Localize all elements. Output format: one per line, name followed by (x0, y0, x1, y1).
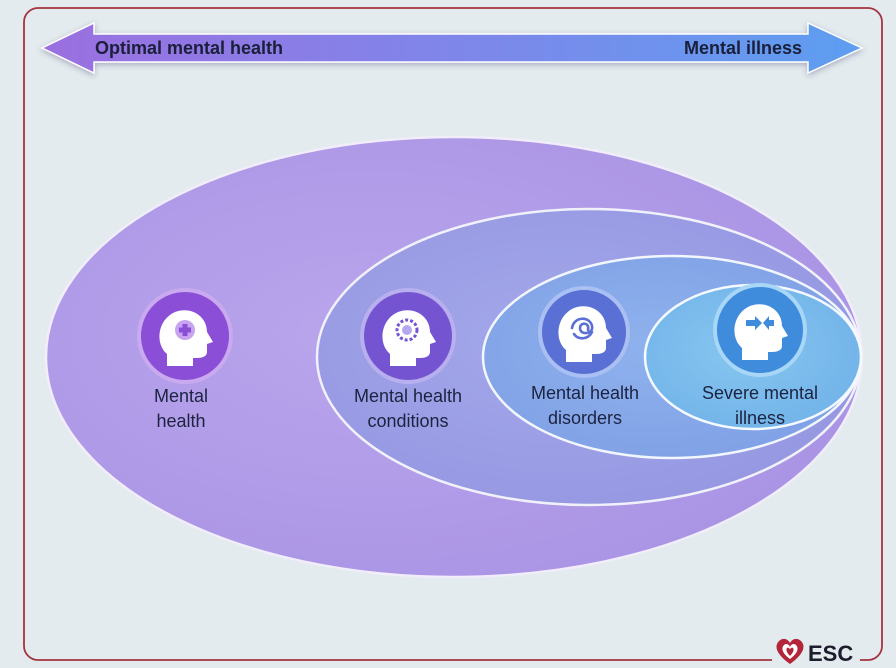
node-conditions-label-2: conditions (367, 411, 448, 431)
spectrum-right-label: Mental illness (684, 38, 802, 58)
esc-logo: ESC (772, 636, 860, 666)
node-mental-health-conditions: Mental health conditions (354, 288, 462, 431)
head-gear-icon (382, 310, 436, 366)
node-conditions-label-1: Mental health (354, 386, 462, 406)
spectrum-arrow (40, 21, 864, 75)
node-severe-label-2: illness (735, 408, 785, 428)
outer-frame (23, 7, 883, 661)
heart-icon (776, 638, 804, 664)
node-mental-health: Mental health (137, 288, 233, 431)
node-mental-health-disorders: Mental health disorders (531, 286, 639, 428)
node-severe-mental-illness: Severe mental illness (702, 283, 818, 428)
spectrum-left-label: Optimal mental health (95, 38, 283, 58)
node-mental-health-label-2: health (156, 411, 205, 431)
node-severe-label-1: Severe mental (702, 383, 818, 403)
node-disorders-label-2: disorders (548, 408, 622, 428)
esc-logo-text: ESC (808, 641, 853, 666)
head-arrows-icon (734, 304, 788, 360)
head-tangle-icon (558, 306, 612, 362)
head-plus-icon (159, 310, 213, 366)
node-disorders-label-1: Mental health (531, 383, 639, 403)
node-mental-health-label-1: Mental (154, 386, 208, 406)
